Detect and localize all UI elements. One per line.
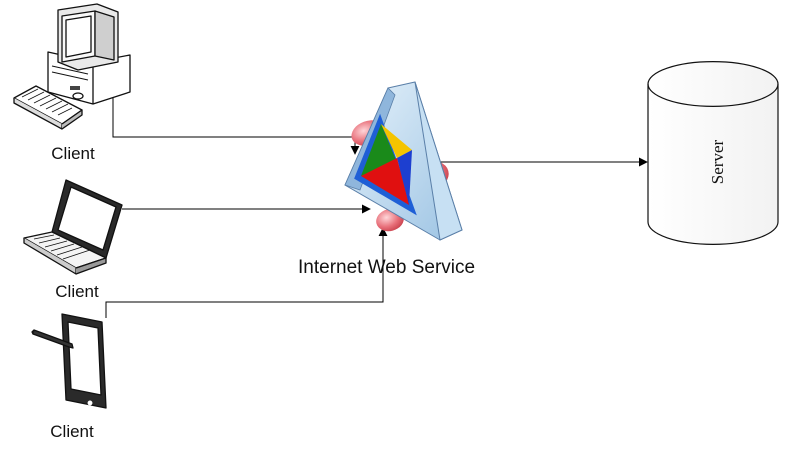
- edge-tablet-to-service: [105, 227, 388, 318]
- client-laptop-label: Client: [55, 282, 99, 301]
- client-tablet-label: Client: [50, 422, 94, 441]
- edges: [105, 88, 648, 318]
- web-service-label: Internet Web Service: [298, 257, 476, 278]
- client-desktop-label: Client: [51, 144, 95, 163]
- web-service-prism-icon: [344, 81, 463, 241]
- desktop-computer-icon: [13, 3, 131, 130]
- tablet-with-stylus-icon: [31, 313, 107, 409]
- laptop-icon: [23, 179, 123, 275]
- server-label: Server: [708, 139, 727, 184]
- edge-desktop-to-service: [112, 88, 360, 155]
- database-cylinder-icon: [647, 61, 779, 245]
